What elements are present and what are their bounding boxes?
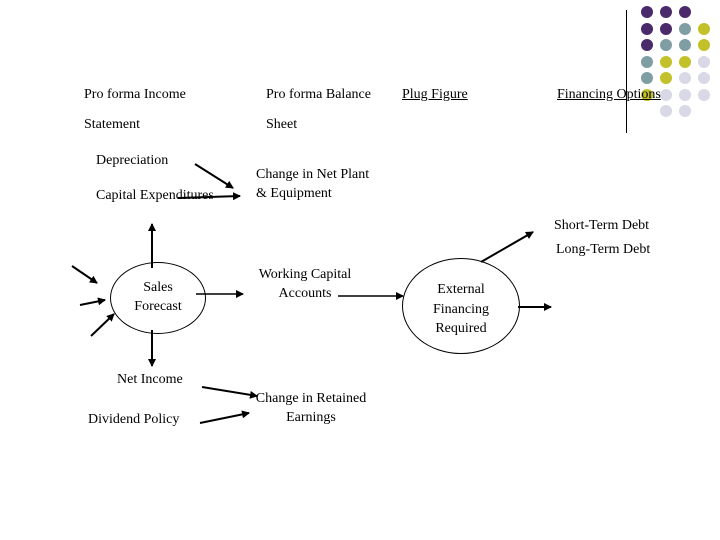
plug-figure-label: Plug Figure [402, 87, 468, 102]
decorative-dot [679, 88, 691, 101]
sales-forecast-label-line2: Forecast [134, 299, 182, 314]
decorative-dot [698, 22, 710, 35]
net-plant-node-line2: & Equipment [256, 186, 332, 201]
capital-expenditures-node: Capital Expenditures [96, 188, 214, 203]
arrow-depreciation-to-net-plant [194, 163, 234, 189]
arrow-input-top [71, 265, 98, 284]
decorative-dot [698, 55, 710, 68]
sales-forecast-label: Sales [143, 280, 173, 295]
decorative-dot [679, 72, 691, 84]
net-plant-node: Change in Net Plant [256, 167, 370, 182]
decorative-dot [679, 55, 691, 68]
decorative-dot [641, 22, 653, 35]
income-statement-label: Pro forma Income [84, 87, 186, 102]
external-financing-ellipse [402, 258, 520, 354]
decorative-dot [641, 88, 653, 101]
financing-options-label: Financing Options [557, 87, 661, 102]
retained-earnings-node-line2: Earnings [286, 410, 336, 425]
external-financing-label-line3: Required [435, 321, 487, 336]
arrow-input-bottom [90, 313, 115, 337]
decorative-dot [679, 39, 691, 51]
arrow-input-middle [79, 297, 106, 306]
arrow-dividend-to-retained [199, 410, 250, 424]
external-financing-label-line2: Financing [433, 302, 489, 317]
decorative-dot [660, 55, 672, 68]
working-capital-node: Working Capital [258, 267, 352, 282]
decorative-dot [641, 6, 653, 18]
decorative-dot [660, 88, 672, 101]
decorative-dot [660, 72, 672, 84]
working-capital-node-line2: Accounts [278, 286, 332, 301]
balance-sheet-label-line2: Sheet [266, 117, 298, 132]
decorative-divider-line [626, 10, 627, 133]
income-statement-label-line2: Statement [84, 117, 140, 132]
net-income-node: Net Income [117, 372, 183, 387]
decorative-dot [660, 39, 672, 51]
retained-earnings-node: Change in Retained [255, 391, 367, 406]
decorative-dot [660, 6, 672, 18]
external-financing-label: External [437, 282, 485, 297]
decorative-dot [660, 105, 672, 117]
dividend-policy-node: Dividend Policy [88, 412, 180, 427]
arrow-net-income-to-retained [201, 386, 258, 399]
decorative-dot [679, 105, 691, 117]
decorative-dot [698, 39, 710, 51]
balance-sheet-label: Pro forma Balance [266, 87, 371, 102]
decorative-dot [679, 6, 691, 18]
depreciation-node: Depreciation [96, 153, 169, 168]
arrow-capex-to-net-plant [177, 192, 241, 201]
decorative-dot [660, 22, 672, 35]
long-term-debt-node: Long-Term Debt [556, 242, 651, 257]
sales-forecast-ellipse [110, 262, 206, 334]
decorative-dot [698, 88, 710, 101]
decorative-dot [641, 55, 653, 68]
short-term-debt-node: Short-Term Debt [554, 218, 650, 233]
decorative-dot [679, 22, 691, 35]
arrow-external-to-short-term-debt [480, 231, 534, 263]
decorative-dot [698, 72, 710, 84]
decorative-dot [641, 39, 653, 51]
decorative-dot [641, 72, 653, 84]
